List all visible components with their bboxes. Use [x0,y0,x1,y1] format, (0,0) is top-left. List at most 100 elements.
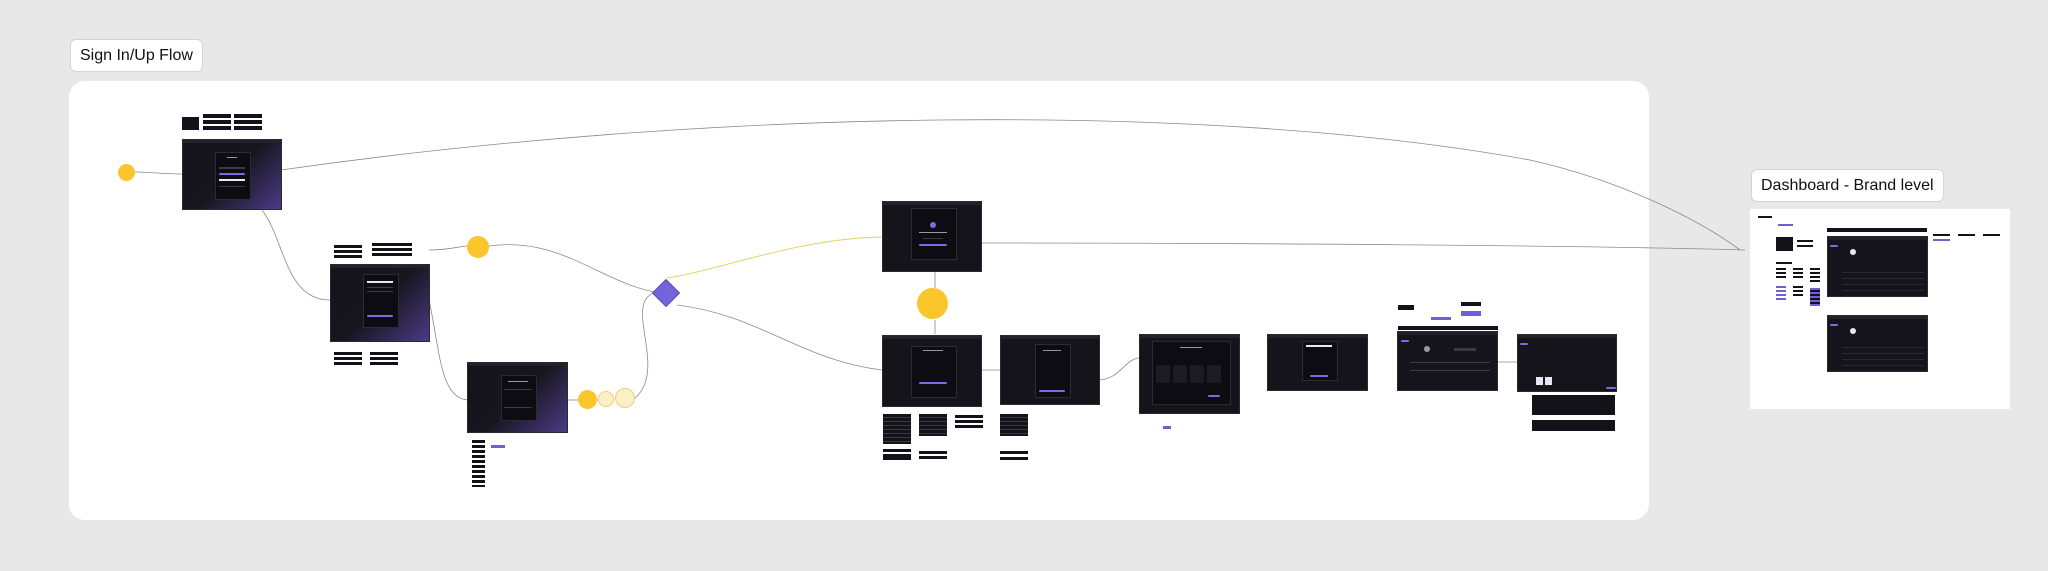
status-dot [930,222,936,228]
login-card [215,152,251,200]
welcome-screen-frame[interactable] [882,335,982,407]
legend-block [203,114,231,118]
legend-block [919,451,947,454]
legend-block [334,250,362,253]
legend-tag [1461,311,1481,316]
legend-block [1797,245,1813,247]
legend-block [919,414,947,436]
legend-tag [1431,317,1451,320]
legend-block [955,425,983,428]
field-line [504,407,532,408]
dashboard-section-label[interactable]: Dashboard - Brand level [1751,169,1944,203]
plan-selection-screen-frame[interactable] [1139,334,1240,414]
frame-topbar [1828,237,1927,240]
sidebar-accent [1830,245,1838,247]
legend-tag [1778,224,1793,226]
primary-button [367,315,393,317]
legend-block [883,414,911,444]
legend-block [1532,420,1615,431]
sidebar-accent [1520,343,1528,345]
legend-tag [1933,239,1950,241]
legend-block [372,248,412,251]
frame-topbar [883,202,981,205]
legend-block [1958,234,1975,236]
field-line [219,167,245,169]
placeholder-line [508,381,528,382]
recovery-screen-frame[interactable] [467,362,568,433]
input-line [1306,345,1332,347]
image-thumb [1545,377,1552,385]
legend-column [1810,268,1820,282]
legend-block [203,120,231,124]
frame-topbar [1398,332,1497,335]
field-line [367,287,393,288]
payment-screen-frame[interactable] [1267,334,1368,391]
dashboard-screen-frame-2[interactable] [1827,315,1928,372]
start-node[interactable] [118,164,135,181]
legend-block [1398,305,1414,310]
recovery-node-pale[interactable] [615,388,635,408]
legend-tag [491,445,505,448]
verification-node[interactable] [917,288,948,319]
frame-topbar [883,336,981,339]
legend-block [1398,326,1498,330]
signin-flow-section-label[interactable]: Sign In/Up Flow [70,39,203,73]
legend-block [234,120,262,124]
signin-screen-frame[interactable] [182,139,282,210]
avatar [1850,328,1856,334]
legend-block [1000,457,1028,460]
legend-column [1776,268,1786,278]
legend-block [919,456,947,459]
legend-block [1000,451,1028,454]
signup-card [363,274,399,328]
legend-block [1461,302,1481,306]
primary-button [1606,387,1616,389]
recovery-node-pale[interactable] [598,391,614,407]
image-thumb [1536,377,1543,385]
placeholder-line [919,232,947,233]
legend-block [370,357,398,360]
avatar [1424,346,1430,352]
dashboard-screen-frame-1[interactable] [1827,236,1928,297]
plan-option [1190,365,1204,383]
payment-card [1302,341,1338,381]
frame-topbar [183,140,281,143]
brand-details-screen-frame[interactable] [1397,331,1498,391]
primary-button [219,173,245,175]
frame-topbar [1268,335,1367,338]
legend-block [334,362,362,365]
field-line [1410,370,1490,371]
field-line [504,389,532,390]
legend-column [472,440,485,487]
frame-topbar [1140,335,1239,338]
legend-block [334,245,362,248]
legend-block [334,357,362,360]
legend-block [955,420,983,423]
legend-block [370,362,398,365]
verification-screen-frame[interactable] [882,201,982,272]
legend-column [1793,268,1803,278]
sidebar-accent [1830,324,1838,326]
verification-card [911,208,957,260]
frame-topbar [468,363,567,366]
legend-block [1000,414,1028,436]
welcome-card [911,346,957,398]
legend-block [883,449,911,452]
primary-button [1208,395,1220,397]
placeholder-line [1180,347,1202,348]
signup-screen-frame[interactable] [330,264,430,342]
input-line [219,179,245,181]
recovery-node[interactable] [578,390,597,409]
profile-setup-screen-frame[interactable] [1000,335,1100,405]
team-screen-frame[interactable] [1517,334,1617,392]
signup-node[interactable] [467,236,489,258]
placeholder-line [227,157,237,158]
legend-block [203,126,231,130]
legend-block [372,253,412,256]
legend-block [883,454,911,460]
legend-block [372,243,412,246]
primary-button [1039,390,1065,392]
signin-flow-canvas[interactable] [69,81,1649,520]
legend-thumb [182,117,199,130]
frame-topbar [1518,335,1616,338]
